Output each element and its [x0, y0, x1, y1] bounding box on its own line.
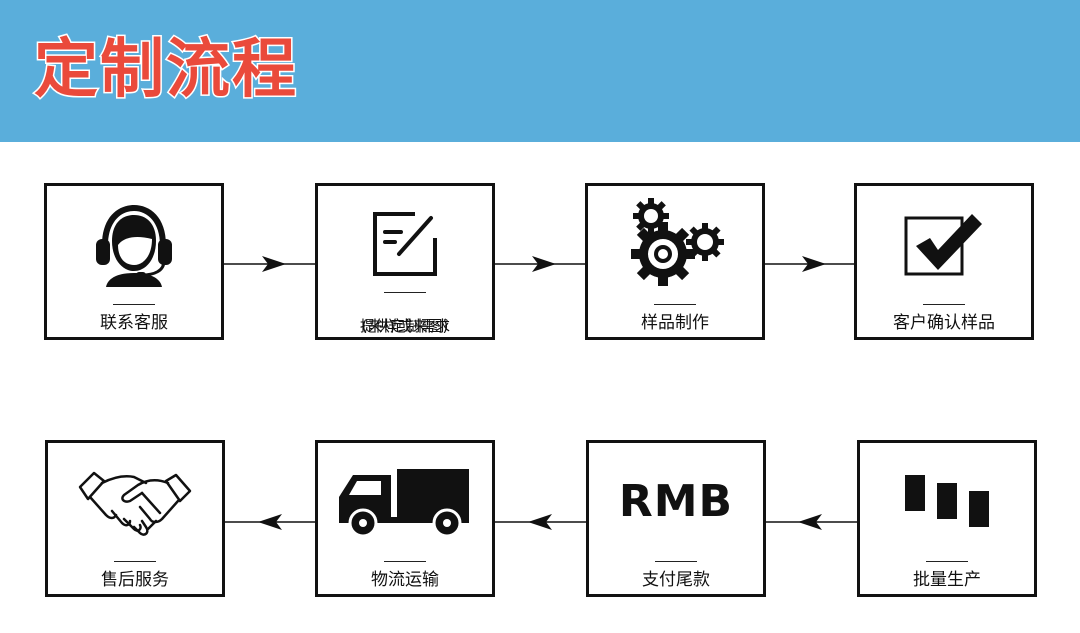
step-provide-requirements: (来样或来图) 提供定制需求 [315, 183, 495, 340]
arrow-right-icon [262, 256, 286, 272]
step-contact-service: 联系客服 [44, 183, 224, 340]
divider [923, 304, 965, 305]
arrow-left-icon [798, 514, 822, 530]
handshake-icon [48, 457, 222, 545]
edit-form-icon [318, 200, 492, 288]
step-label: 提供定制需求 [359, 317, 450, 335]
gears-icon [588, 198, 762, 288]
divider [926, 561, 968, 562]
rmb-icon: RMB [589, 457, 763, 545]
truck-icon [318, 457, 492, 545]
divider [655, 561, 697, 562]
header-banner: 定制流程 [0, 0, 1080, 142]
step-label: 售后服务 [101, 570, 169, 590]
divider [113, 304, 155, 305]
checkmark-box-icon [857, 200, 1031, 288]
step-label: 联系客服 [100, 313, 168, 333]
page-title: 定制流程 [33, 32, 298, 109]
step-logistics: 物流运输 [315, 440, 495, 597]
arrow-left-icon [528, 514, 552, 530]
step-label-note: (来样或来图) [361, 317, 449, 335]
arrow-left-icon [258, 514, 282, 530]
step-label: 客户确认样品 [893, 313, 995, 333]
arrow-right-icon [532, 256, 556, 272]
rmb-icon-text: RMB [618, 475, 734, 527]
divider [384, 561, 426, 562]
production-blocks-icon [860, 457, 1034, 545]
step-pay-balance: RMB 支付尾款 [586, 440, 766, 597]
step-sample-making: 样品制作 [585, 183, 765, 340]
divider [654, 304, 696, 305]
step-confirm-sample: 客户确认样品 [854, 183, 1034, 340]
step-mass-production: 批量生产 [857, 440, 1037, 597]
divider [114, 561, 156, 562]
step-label: 物流运输 [371, 570, 439, 590]
arrow-right-icon [802, 256, 826, 272]
step-after-sales: 售后服务 [45, 440, 225, 597]
step-label: 支付尾款 [642, 570, 710, 590]
step-label: 样品制作 [641, 313, 709, 333]
customer-service-icon [47, 200, 221, 288]
divider [384, 292, 426, 293]
step-label: 批量生产 [913, 570, 981, 590]
